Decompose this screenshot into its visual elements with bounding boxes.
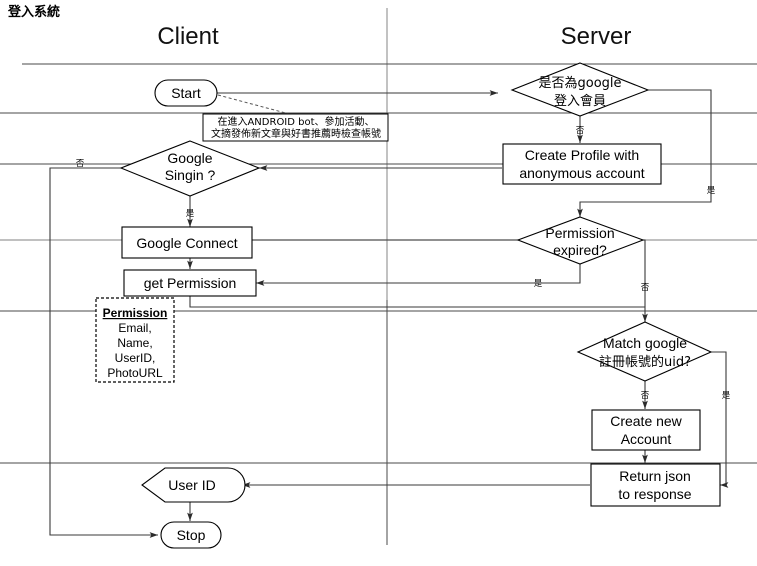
lane-title-client: Client <box>157 23 219 50</box>
note-line-1: 在進入ANDROID bot、參加活動、 <box>217 115 374 128</box>
is-google-member-shape <box>510 62 650 117</box>
create-profile-label-1: Create Profile with <box>525 147 639 163</box>
permission-callout-item-userid: UserID, <box>115 351 156 365</box>
node-start[interactable]: Start <box>154 79 218 107</box>
branch-label-match-no: 否 <box>641 391 650 401</box>
permission-callout-item-email: Email, <box>118 321 151 335</box>
node-permission-expired[interactable]: Permission expired? <box>516 216 645 265</box>
edge-get-permission-to-match-uid <box>189 295 648 323</box>
user-id-shape <box>141 467 246 503</box>
create-new-account-label-2: Account <box>621 431 672 447</box>
branch-label-expired-no: 否 <box>641 283 650 293</box>
get-permission-shape <box>123 269 257 297</box>
create-new-account-label-1: Create new <box>610 413 682 429</box>
node-stop[interactable]: Stop <box>160 521 222 549</box>
branch-label-match-yes: 是 <box>722 391 731 401</box>
node-match-google-uid[interactable]: Match google 註冊帳號的uid? <box>576 321 713 382</box>
permission-callout-shape <box>95 297 175 383</box>
branch-label-signin-no: 否 <box>76 159 85 169</box>
return-json-label-1: Return json <box>619 468 691 484</box>
start-label: Start <box>171 85 201 101</box>
google-signin-shape <box>119 140 261 197</box>
start-shape <box>154 79 218 107</box>
permission-callout-item-photourl: PhotoURL <box>107 366 163 380</box>
google-signin-label-2: Singin ? <box>165 167 216 183</box>
return-json-label-2: to response <box>618 486 691 502</box>
edge-match-yes-to-return-json <box>711 351 729 488</box>
edge-expired-yes-to-get-permission <box>255 264 581 286</box>
branch-labels: 否 是 否 是 是 否 否 是 <box>76 126 731 401</box>
node-create-profile[interactable]: Create Profile with anonymous account <box>502 143 662 185</box>
permission-expired-shape <box>516 216 645 265</box>
is-google-member-label-1: 是否為google <box>538 75 621 91</box>
permission-expired-label-1: Permission <box>545 225 614 241</box>
permission-callout-title: Permission <box>103 306 168 320</box>
create-new-account-shape <box>591 409 701 451</box>
branch-label-expired-yes: 是 <box>534 279 543 289</box>
node-google-connect[interactable]: Google Connect <box>121 226 253 259</box>
node-return-json[interactable]: Return json to response <box>590 463 721 507</box>
edge-expired-no-to-match-uid <box>643 239 646 307</box>
note-shape <box>202 113 389 142</box>
is-google-member-label-2: 登入會員 <box>554 94 606 109</box>
create-profile-label-2: anonymous account <box>519 165 644 181</box>
note-annotation: 在進入ANDROID bot、參加活動、 文摘發佈新文章與好書推薦時檢查帳號 <box>202 113 389 142</box>
node-user-id[interactable]: User ID <box>141 467 246 503</box>
node-get-permission[interactable]: get Permission <box>123 269 257 297</box>
page-title: 登入系統 <box>7 4 60 20</box>
branch-label-member-yes: 是 <box>707 186 716 196</box>
edge-signin-no-to-stop <box>49 167 159 538</box>
get-permission-label: get Permission <box>144 275 237 291</box>
user-id-label: User ID <box>168 477 215 493</box>
google-connect-label: Google Connect <box>136 235 237 251</box>
stop-shape <box>160 521 222 549</box>
stop-label: Stop <box>177 527 206 543</box>
create-profile-shape <box>502 143 662 185</box>
node-is-google-member[interactable]: 是否為google 登入會員 <box>510 62 650 117</box>
google-signin-label-1: Google <box>167 150 212 166</box>
match-google-uid-label-2: 註冊帳號的uid? <box>599 354 691 370</box>
return-json-shape <box>590 463 721 507</box>
permission-callout: Permission Email, Name, UserID, PhotoURL <box>95 297 175 383</box>
node-create-new-account[interactable]: Create new Account <box>591 409 701 451</box>
note-line-2: 文摘發佈新文章與好書推薦時檢查帳號 <box>211 127 381 140</box>
match-google-uid-shape <box>576 321 713 382</box>
permission-callout-item-name: Name, <box>117 336 152 350</box>
edge-member-yes-to-permission-expired <box>577 89 712 218</box>
node-google-signin[interactable]: Google Singin ? <box>119 140 261 197</box>
branch-label-signin-yes: 是 <box>186 209 195 219</box>
google-connect-shape <box>121 226 253 259</box>
lane-title-server: Server <box>561 23 632 50</box>
permission-expired-label-2: expired? <box>553 242 607 258</box>
flow-connectors <box>49 89 729 538</box>
branch-label-member-no: 否 <box>576 126 585 136</box>
match-google-uid-label-1: Match google <box>603 335 687 351</box>
